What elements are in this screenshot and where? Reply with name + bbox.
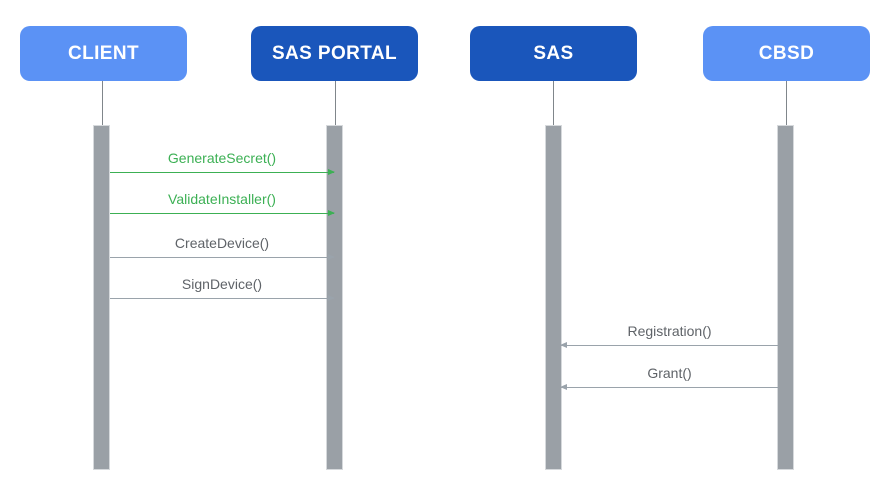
participant-box-cbsd[interactable]: CBSD — [703, 26, 870, 81]
message-line-sign-device — [110, 298, 334, 299]
participant-label-sas: SAS — [533, 42, 574, 64]
participant-box-sas[interactable]: SAS — [470, 26, 637, 81]
message-line-generate-secret — [110, 172, 334, 173]
lifeline-sas-portal — [335, 81, 336, 125]
participant-label-cbsd: CBSD — [758, 42, 815, 64]
message-label-sign-device: SignDevice() — [181, 276, 263, 292]
message-label-generate-secret: GenerateSecret() — [167, 150, 277, 166]
message-label-validate-installer: ValidateInstaller() — [168, 191, 276, 207]
arrowhead-right-icon — [328, 209, 335, 216]
lifeline-client — [102, 81, 103, 125]
arrowhead-right-icon — [328, 168, 335, 175]
activation-bar-sas — [545, 125, 562, 470]
arrowhead-right-icon — [328, 294, 335, 301]
lifeline-cbsd — [786, 81, 787, 125]
message-line-registration — [561, 345, 778, 346]
message-line-validate-installer — [110, 213, 334, 214]
arrowhead-left-icon — [560, 383, 567, 390]
message-label-create-device: CreateDevice() — [174, 235, 270, 251]
activation-bar-client — [93, 125, 110, 470]
message-label-grant: Grant() — [647, 365, 692, 381]
message-label-registration: Registration() — [627, 323, 712, 339]
participant-box-client[interactable]: CLIENT — [20, 26, 187, 81]
arrowhead-left-icon — [560, 341, 567, 348]
arrowhead-right-icon — [328, 253, 335, 260]
participant-label-sas-portal: SAS PORTAL — [271, 42, 398, 64]
participant-label-client: CLIENT — [67, 42, 139, 64]
activation-bar-cbsd — [777, 125, 794, 470]
message-line-grant — [561, 387, 778, 388]
message-line-create-device — [110, 257, 334, 258]
lifeline-sas — [553, 81, 554, 125]
participant-box-sas-portal[interactable]: SAS PORTAL — [251, 26, 418, 81]
